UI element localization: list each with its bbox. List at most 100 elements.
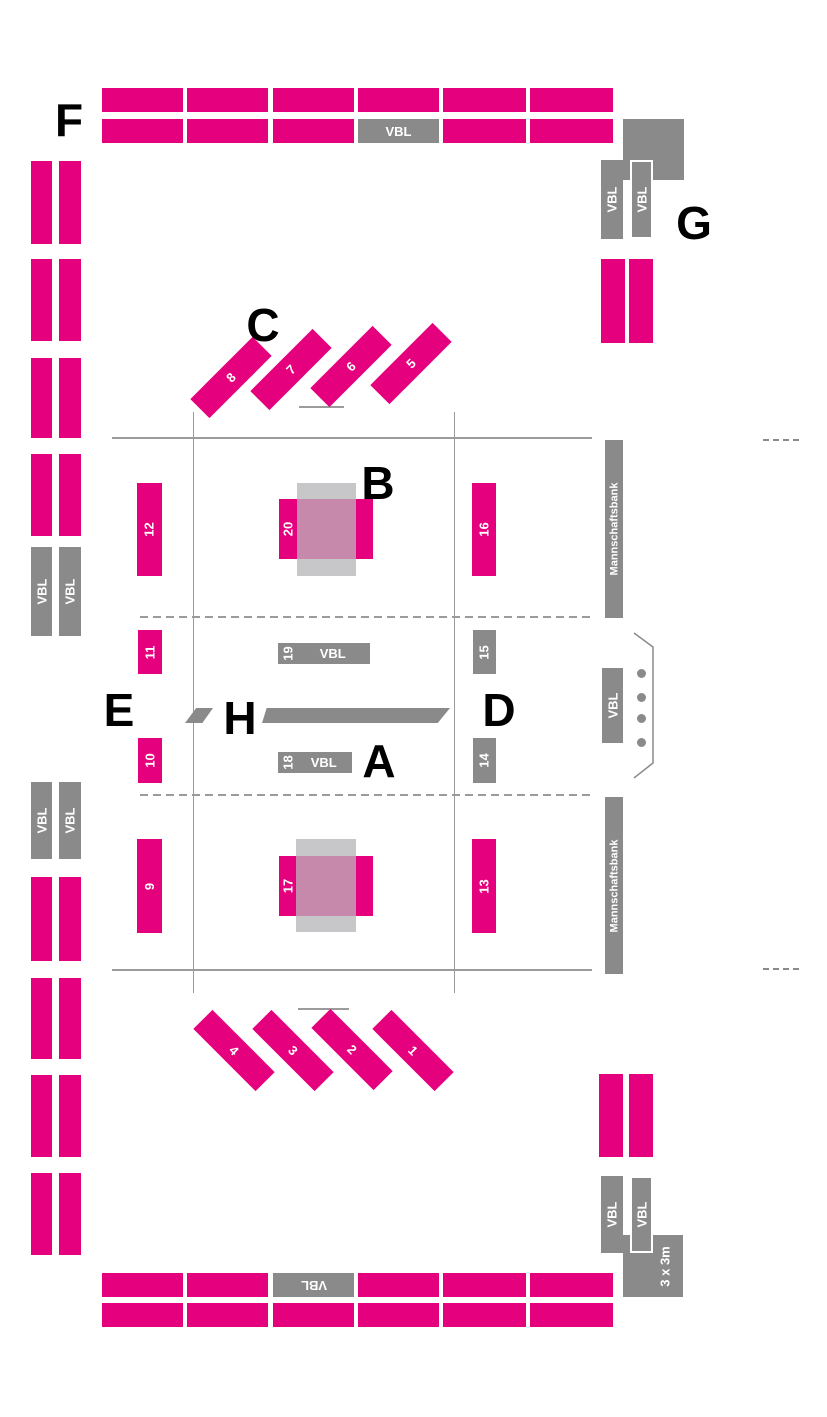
diagonal-banner-7-label: 7 bbox=[283, 361, 299, 378]
top-banner-row1-seg6 bbox=[530, 88, 613, 112]
top-banner-row1-seg2 bbox=[187, 88, 268, 112]
banner-number-label: 18 bbox=[280, 755, 296, 770]
left-banner-pair1-bar2 bbox=[59, 161, 81, 244]
left-banner-pair4-bar2 bbox=[59, 454, 81, 536]
left-banner-pair7-bar2 bbox=[59, 877, 81, 961]
banner-12: 12 bbox=[137, 483, 162, 576]
letter-H: H bbox=[215, 694, 265, 742]
left-vbl-pair5-bar1: VBL bbox=[31, 547, 52, 636]
left-banner-pair8-bar2 bbox=[59, 978, 81, 1059]
top-banner-vbl: VBL bbox=[358, 119, 439, 143]
letter-A-label: A bbox=[362, 735, 396, 787]
left-banner-pair2-bar2 bbox=[59, 259, 81, 341]
bottom-vbl-banner-1: VBL bbox=[601, 1176, 623, 1253]
letter-A: A bbox=[354, 737, 404, 785]
letter-D-label: D bbox=[482, 684, 516, 736]
letter-C: C bbox=[238, 301, 288, 349]
g-vbl-banner-1: VBL bbox=[601, 160, 623, 239]
net-left-piece bbox=[185, 708, 213, 723]
left-banner-pair7-bar1 bbox=[31, 877, 52, 961]
bottom-banner-vbl-label: VBL bbox=[300, 1277, 327, 1293]
letter-G-label: G bbox=[676, 197, 712, 249]
bottom-banner-row1-seg5 bbox=[443, 1273, 526, 1297]
left-banner-pair4-bar1 bbox=[31, 454, 52, 536]
left-banner-pair10-bar1 bbox=[31, 1173, 52, 1255]
left-banner-pair9-bar1 bbox=[31, 1075, 52, 1157]
letter-B: B bbox=[353, 459, 403, 507]
banner-13-label: 13 bbox=[476, 878, 492, 894]
bottom-banner-row2-seg4 bbox=[358, 1303, 439, 1327]
bottom-banner-row2-seg1 bbox=[102, 1303, 183, 1327]
top-banner-row1-seg5 bbox=[443, 88, 526, 112]
team-bench-bottom-label: Mannschaftsbank bbox=[608, 839, 621, 932]
left-banner-pair10-bar2 bbox=[59, 1173, 81, 1255]
letter-G: G bbox=[669, 199, 719, 247]
left-banner-pair8-bar1 bbox=[31, 978, 52, 1059]
top-banner-row1-seg4 bbox=[358, 88, 439, 112]
right-top-banner-1 bbox=[601, 259, 625, 343]
bottom-vbl-banner-2-label: VBL bbox=[634, 1201, 649, 1228]
court-endline-bottom bbox=[112, 969, 592, 971]
vbl-label: VBL bbox=[310, 755, 337, 770]
right-bottom-banner-2 bbox=[629, 1074, 653, 1157]
banner-17-label: 17 bbox=[280, 878, 296, 894]
center-mark-bottom bbox=[298, 1008, 349, 1010]
letter-E-label: E bbox=[103, 684, 135, 736]
right-top-banner-2 bbox=[629, 259, 653, 343]
right-bottom-banner-1 bbox=[599, 1074, 623, 1157]
team-bench-bottom: Mannschaftsbank bbox=[605, 797, 623, 974]
team-bench-top: Mannschaftsbank bbox=[605, 440, 623, 618]
top-banner-row2-seg6 bbox=[530, 119, 613, 143]
court-sideline-left bbox=[193, 412, 194, 993]
bottom-banner-row1-seg2 bbox=[187, 1273, 268, 1297]
banner-20-label: 20 bbox=[280, 521, 296, 537]
scorer-seat-dot-4 bbox=[637, 738, 646, 747]
bottom-banner-vbl: VBL bbox=[273, 1273, 354, 1297]
left-banner-pair3-bar2 bbox=[59, 358, 81, 438]
scorer-vbl-banner: VBL bbox=[602, 668, 623, 743]
left-vbl-pair5-bar2-label: VBL bbox=[62, 578, 78, 605]
top-banner-row2-seg2 bbox=[187, 119, 268, 143]
edge-dash-top bbox=[763, 439, 800, 441]
letter-B-label: B bbox=[361, 457, 395, 509]
letter-D: D bbox=[474, 686, 524, 734]
banner-9-label: 9 bbox=[141, 882, 157, 890]
bottom-banner-row1-seg6 bbox=[530, 1273, 613, 1297]
bottom-banner-row2-seg3 bbox=[273, 1303, 354, 1327]
g-vbl-banner-2: VBL bbox=[630, 160, 653, 239]
left-vbl-pair5-bar1-label: VBL bbox=[34, 578, 49, 605]
g-vbl-banner-1-label: VBL bbox=[604, 186, 620, 213]
left-vbl-pair6-bar1-label: VBL bbox=[34, 807, 49, 834]
g-vbl-banner-2-label: VBL bbox=[634, 186, 649, 213]
left-banner-pair1-bar1 bbox=[31, 161, 52, 244]
top-banner-row1-seg1 bbox=[102, 88, 183, 112]
banner-18-vbl: 18 VBL bbox=[278, 752, 352, 773]
edge-dash-bottom bbox=[763, 968, 800, 970]
top-banner-row2-seg5 bbox=[443, 119, 526, 143]
cube-overlay-17 bbox=[296, 856, 356, 916]
diagonal-banner-3-label: 3 bbox=[285, 1042, 301, 1059]
banner-16: 16 bbox=[472, 483, 496, 576]
left-vbl-pair6-bar1: VBL bbox=[31, 782, 52, 859]
banner-number-label: 19 bbox=[280, 646, 296, 661]
court-attackline-top bbox=[140, 616, 592, 618]
top-banner-row1-seg3 bbox=[273, 88, 354, 112]
letter-F: F bbox=[44, 96, 94, 144]
scorer-seat-dot-1 bbox=[637, 669, 646, 678]
pad-bottom-20 bbox=[297, 559, 356, 576]
court-endline-top bbox=[112, 437, 592, 439]
pad-bottom-17 bbox=[296, 916, 356, 932]
left-banner-pair2-bar1 bbox=[31, 259, 52, 341]
bottom-banner-row2-seg5 bbox=[443, 1303, 526, 1327]
banner-14: 14 bbox=[473, 738, 496, 783]
court-sideline-right bbox=[454, 412, 455, 993]
banner-10: 10 bbox=[138, 738, 162, 783]
cube-overlay-20 bbox=[297, 499, 356, 559]
diagonal-banner-1-label: 1 bbox=[405, 1042, 421, 1059]
left-vbl-pair6-bar2: VBL bbox=[59, 782, 81, 859]
top-banner-row2-seg1 bbox=[102, 119, 183, 143]
bottom-banner-row2-seg6 bbox=[530, 1303, 613, 1327]
bottom-vbl-banner-1-label: VBL bbox=[604, 1201, 620, 1228]
cube-3x3m-label: 3 x 3m bbox=[657, 1245, 673, 1287]
